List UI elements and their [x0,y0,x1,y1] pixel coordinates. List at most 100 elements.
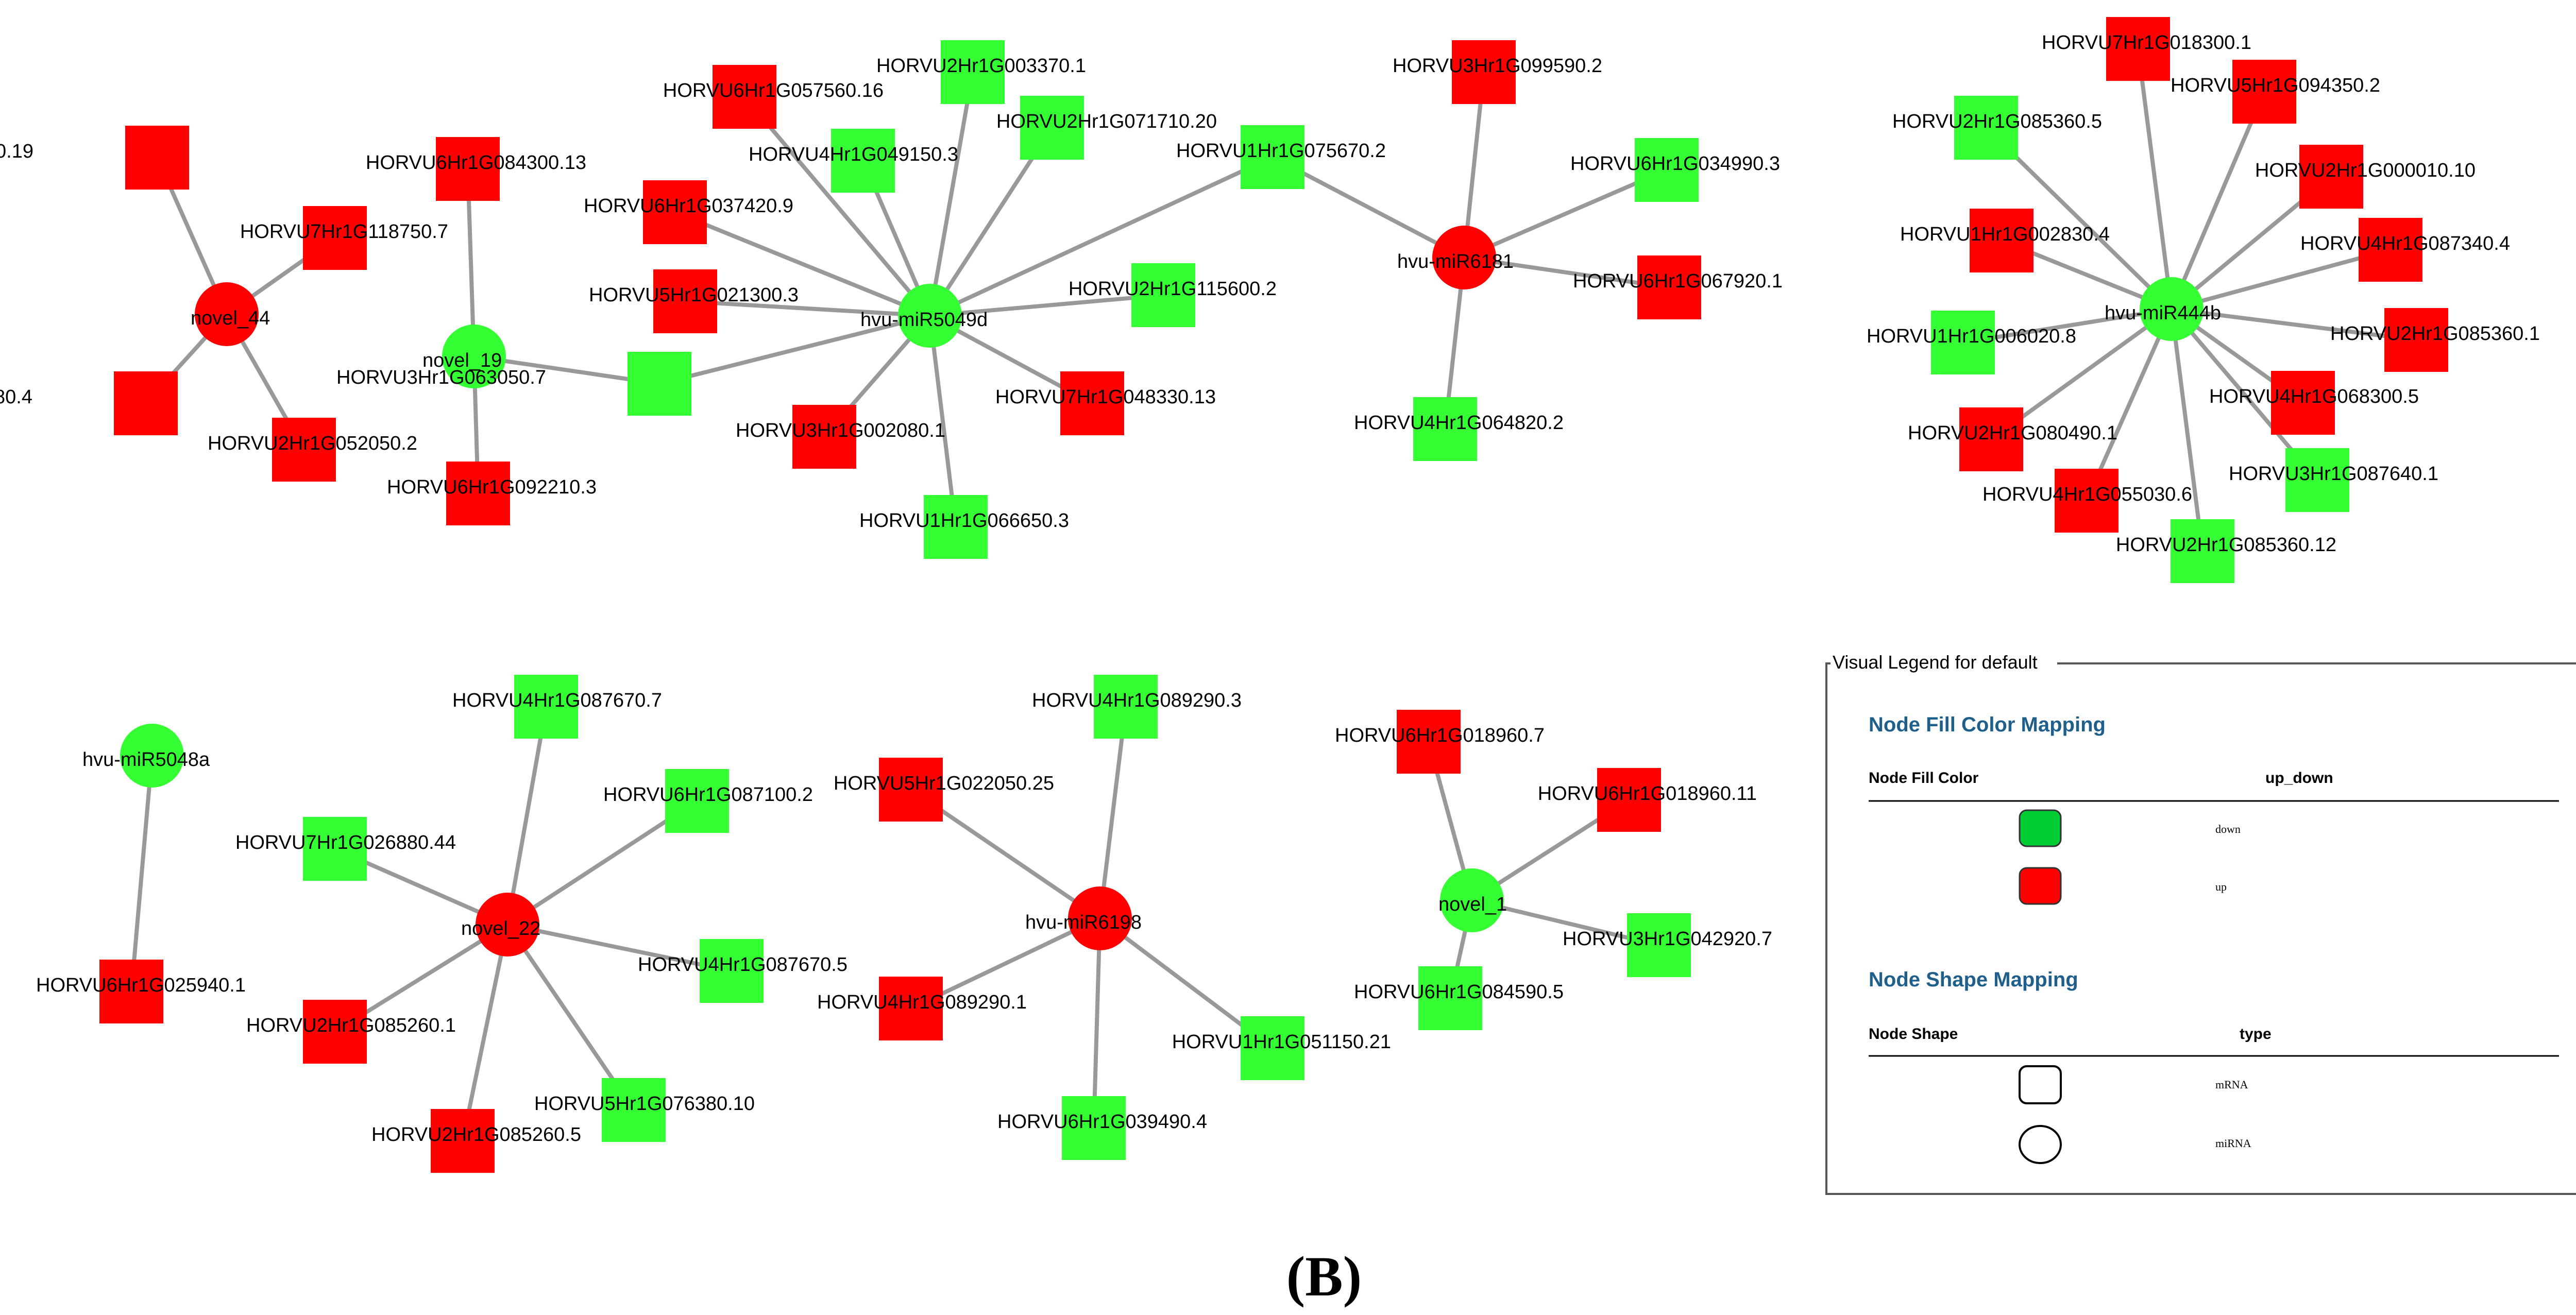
edge-hvu-mir5049d-to-horvu6hr1g057560-16 [742,95,932,317]
node-label-novel-1: novel_1 [1438,894,1507,915]
node-label-hvu-mir6181: hvu-miR6181 [1397,251,1514,272]
edge-hvu-mir444b-to-horvu1hr1g006020-8 [1962,307,2172,345]
mrna-node-horvu5hr1g094350-2 [2232,60,2296,124]
mrna-node-horvu7hr1g048330-13 [1060,371,1124,435]
mirna-shape-label: miRNA [2215,1137,2251,1150]
node-label-horvu7hr1g018300-1: HORVU7Hr1G018300.1 [2042,32,2251,54]
mrna-node-horvu1hr1g066650-3 [924,495,988,559]
legend-title-backdrop [1831,652,2057,675]
node-label-horvu6hr1g037420-9: HORVU6Hr1G037420.9 [584,195,793,217]
node-label-horvu2hr1g115600-2: HORVU2Hr1G115600.2 [1069,278,1277,300]
node-label-horvu3hr1g042920-7: HORVU3Hr1G042920.7 [1563,928,1772,950]
mrna-node-horvu1hr1g002830-4 [1970,209,2033,272]
mrna-node-horvu4hr1g049150-3 [831,129,895,193]
edge-hvu-mir6198-to-horvu6hr1g039490-4 [1092,918,1102,1129]
mrna-node-horvu7hr1g018300-1 [2106,17,2170,81]
node-label-horvu2hr1g085260-5: HORVU2Hr1G085260.5 [371,1124,581,1146]
edge-hvu-mir5049d-to-horvu3hr1g063050-7 [659,314,930,386]
mrna-node-horvu7hr1g118750-7 [303,206,367,270]
down-swatch-label: down [2215,823,2241,835]
node-label-horvu2hr1g080490-1: HORVU2Hr1G080490.1 [1908,422,2117,444]
edge-hvu-mir6181-to-horvu6hr1g034990-3 [1463,168,1668,260]
node-label-hvu-mir5049d: hvu-miR5049d [860,309,988,331]
mirna-node-hvu-mir444b [2140,277,2204,341]
node-label-horvu6hr1g084300-13: HORVU6Hr1G084300.13 [366,152,586,174]
node-label-horvu4hr1g068300-5: HORVU4Hr1G068300.5 [2209,386,2419,407]
mrna-node-horvu5hr1g076380-10 [602,1078,666,1142]
node-label-horvu4hr1g087340-4: HORVU4Hr1G087340.4 [2300,233,2510,254]
edge-hvu-mir444b-to-horvu2hr1g085360-12 [2170,309,2205,552]
node-label-hvu-mir444b: hvu-miR444b [2105,302,2221,324]
mrna-node-horvu7hr1g082200-19 [125,126,189,190]
mrna-node-horvu7hr1g026880-44 [303,817,367,881]
node-label-horvu3hr1g087640-1: HORVU3Hr1G087640.1 [2229,463,2438,485]
mrna-node-horvu2hr1g085360-1 [2384,308,2448,372]
edge-hvu-mir6181-to-horvu6hr1g067920-1 [1464,255,1670,289]
mrna-node-horvu2hr1g085360-12 [2171,519,2234,583]
mrna-node-horvu4hr1g087670-7 [514,675,578,739]
mrna-node-horvu1hr1g006020-8 [1931,311,1995,374]
node-label-horvu3hr1g047980-4: HORVU3Hr1G047980.4 [0,386,32,408]
edge-novel-22-to-horvu4hr1g087670-5 [507,923,732,973]
edge-novel-22-to-horvu2hr1g085260-5 [461,924,510,1141]
mrna-node-horvu4hr1g087340-4 [2359,218,2422,282]
node-label-horvu4hr1g049150-3: HORVU4Hr1G049150.3 [749,144,958,165]
legend-panel: Visual Legend for default Node Fill Colo… [1825,652,2576,1195]
mrna-node-horvu6hr1g018960-11 [1597,768,1661,832]
node-label-horvu5hr1g021300-3: HORVU5Hr1G021300.3 [589,284,799,306]
edge-hvu-mir5049d-to-horvu1hr1g075670-2 [929,155,1274,318]
up-swatch [2019,867,2062,905]
mrna-node-horvu2hr1g000010-10 [2299,145,2363,209]
node-label-horvu1hr1g066650-3: HORVU1Hr1G066650.3 [859,510,1069,532]
node-label-horvu6hr1g034990-3: HORVU6Hr1G034990.3 [1570,153,1780,175]
node-label-horvu7hr1g118750-7: HORVU7Hr1G118750.7 [240,221,448,243]
node-label-horvu6hr1g057560-16: HORVU6Hr1G057560.16 [663,80,884,101]
node-label-horvu4hr1g089290-1: HORVU4Hr1G089290.1 [817,992,1027,1013]
node-label-horvu4hr1g055030-6: HORVU4Hr1G055030.6 [1982,484,2192,505]
mrna-node-horvu3hr1g087640-1 [2285,448,2349,512]
node-label-horvu1hr1g006020-8: HORVU1Hr1G006020.8 [1867,326,2076,347]
mrna-node-horvu3hr1g002080-1 [792,405,856,469]
node-label-horvu4hr1g087670-5: HORVU4Hr1G087670.5 [638,954,848,976]
mrna-node-horvu1hr1g051150-21 [1241,1016,1304,1080]
mrna-shape-label: mRNA [2215,1078,2248,1091]
legend-frame [1825,662,2576,1195]
node-label-horvu2hr1g003370-1: HORVU2Hr1G003370.1 [876,55,1086,77]
node-label-horvu2hr1g085360-1: HORVU2Hr1G085360.1 [2330,323,2540,345]
mrna-node-horvu4hr1g089290-3 [1094,675,1158,739]
edge-hvu-mir5049d-to-horvu1hr1g066650-3 [928,315,958,527]
node-label-horvu3hr1g002080-1: HORVU3Hr1G002080.1 [736,420,945,441]
mirna-node-hvu-mir6198 [1068,886,1132,950]
node-label-horvu2hr1g052050-2: HORVU2Hr1G052050.2 [208,433,417,454]
node-label-hvu-mir6198: hvu-miR6198 [1025,912,1142,933]
circle-shape-icon [2019,1125,2062,1164]
node-label-horvu7hr1g048330-13: HORVU7Hr1G048330.13 [995,386,1216,408]
mirna-node-hvu-mir5049d [898,284,962,348]
mrna-node-horvu6hr1g092210-3 [446,462,510,525]
node-label-horvu7hr1g026880-44: HORVU7Hr1G026880.44 [235,832,456,853]
node-label-horvu6hr1g039490-4: HORVU6Hr1G039490.4 [997,1111,1207,1133]
node-label-horvu6hr1g018960-11: HORVU6Hr1G018960.11 [1538,783,1757,805]
mrna-node-horvu3hr1g047980-4 [114,371,178,435]
edge-hvu-mir444b-to-horvu7hr1g018300-1 [2136,48,2174,310]
legend-title: Visual Legend for default [1833,652,2038,673]
mrna-node-horvu6hr1g018960-7 [1397,710,1461,774]
labels-layer: novel_44HORVU7Hr1G082200.19HORVU7Hr1G118… [0,32,2540,1146]
mrna-node-horvu2hr1g080490-1 [1959,407,2023,471]
mrna-node-horvu2hr1g085260-5 [431,1109,495,1173]
mirna-node-hvu-mir5048a [120,724,184,788]
mrna-node-horvu6hr1g084300-13 [436,137,500,201]
mrna-node-horvu6hr1g067920-1 [1637,255,1701,319]
mrna-node-horvu2hr1g003370-1 [941,40,1005,104]
fill-column-left: Node Fill Color [1869,770,1979,787]
shape-mapping-heading: Node Shape Mapping [1869,968,2078,991]
node-label-horvu3hr1g099590-2: HORVU3Hr1G099590.2 [1393,55,1602,77]
down-swatch [2019,809,2062,847]
mrna-node-horvu2hr1g115600-2 [1131,263,1195,327]
mrna-node-horvu6hr1g039490-4 [1062,1096,1126,1160]
node-label-horvu6hr1g025940-1: HORVU6Hr1G025940.1 [36,975,246,996]
nodes-layer [99,17,2448,1173]
mrna-node-horvu6hr1g037420-9 [643,180,707,244]
panel-label: (B) [1286,1245,1362,1308]
